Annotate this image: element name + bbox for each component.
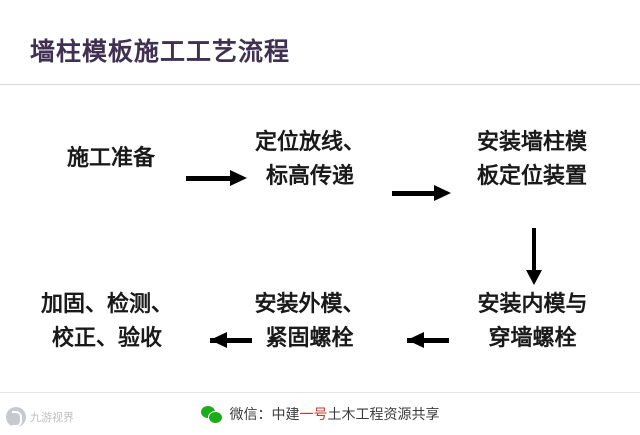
arrow-head xyxy=(230,170,247,186)
title-divider xyxy=(0,84,640,85)
footer-text-prefix: 微信：中建 xyxy=(229,407,300,423)
arrow-shaft xyxy=(532,228,536,270)
page-title: 墙柱模板施工工艺流程 xyxy=(30,37,291,66)
wechat-bubble-small xyxy=(207,410,223,424)
footer-text-highlight: 一号 xyxy=(299,407,328,423)
arrow-shaft xyxy=(186,176,230,181)
arrow-head xyxy=(526,270,542,285)
footer-content: 微信：中建一号土木工程资源共享 xyxy=(200,404,440,424)
footer-text-suffix: 土木工程资源共享 xyxy=(327,407,440,423)
flow-node-4: 安装内模与 穿墙螺栓 xyxy=(477,292,588,351)
flow-node-5: 安装外模、 紧固螺栓 xyxy=(254,292,365,351)
arrow-head xyxy=(407,332,424,348)
arrow-shaft xyxy=(407,338,449,343)
arrow-shaft xyxy=(392,191,434,196)
flow-node-2: 定位放线、 标高传递 xyxy=(254,130,365,189)
arrow-head xyxy=(210,332,227,348)
footer-text: 微信：中建一号土木工程资源共享 xyxy=(230,404,440,424)
footer-bar: 微信：中建一号土木工程资源共享 xyxy=(0,392,640,435)
app-logo-icon xyxy=(6,407,26,427)
flow-node-1: 施工准备 xyxy=(66,146,155,171)
watermark: 九游视界 xyxy=(6,407,74,427)
arrow-head xyxy=(434,185,451,201)
flow-node-6: 加固、检测、 校正、验收 xyxy=(40,292,173,351)
arrow-shaft xyxy=(210,338,252,343)
wechat-icon xyxy=(200,405,223,424)
flow-node-3: 安装墙柱模 板定位装置 xyxy=(476,130,587,189)
watermark-label: 九游视界 xyxy=(30,411,74,424)
